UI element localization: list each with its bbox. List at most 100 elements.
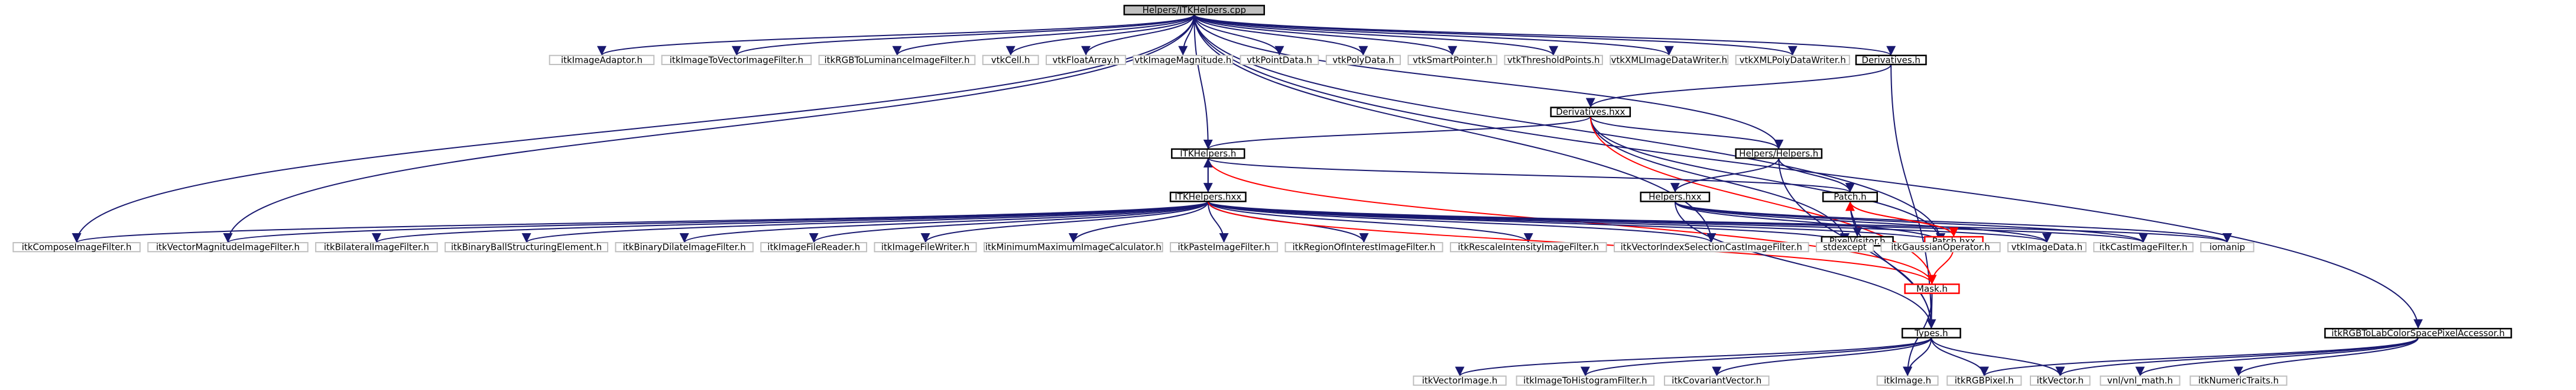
node-box <box>615 242 754 253</box>
node-label: itkComposeImageFilter.h <box>22 242 132 253</box>
node-mask-h[interactable]: Mask.h <box>1904 283 1960 294</box>
node-root[interactable]: Helpers/ITKHelpers.cpp <box>1123 5 1266 15</box>
node-box <box>2093 242 2194 253</box>
node-box <box>1822 191 1879 202</box>
node-itkbinarydilateimagefilter: itkBinaryDilateImageFilter.h <box>615 242 754 253</box>
edge-ITKHelpers_hxx-to-stdexcept <box>1207 201 1850 243</box>
node-box <box>983 242 1163 253</box>
node-label: itkCovariantVector.h <box>1672 375 1761 386</box>
edge-Types_h-to-itkVectorImage <box>1455 337 1932 377</box>
node-derivatives-h[interactable]: Derivatives.h <box>1855 54 1927 65</box>
edge-root-to-ITKHelpers_h <box>1193 14 1213 149</box>
edge-ITKHelpers_hxx-to-itkBilateralImageFilter <box>372 201 1209 243</box>
node-box <box>2324 328 2512 339</box>
edge-Derivatives_hxx-to-stdexcept <box>1589 116 1850 243</box>
node-label: itkBinaryBallStructuringElement.h <box>451 242 602 253</box>
node-itkcovariantvector: itkCovariantVector.h <box>1663 375 1770 386</box>
edge-root-to-itkRGBToLab <box>1193 14 2423 329</box>
node-types-h[interactable]: Types.h <box>1901 328 1961 339</box>
node-helpers-hxx[interactable]: Helpers.hxx <box>1640 191 1711 202</box>
node-box <box>1325 54 1401 65</box>
node-vtkpolydata: vtkPolyData.h <box>1325 54 1401 65</box>
edge-Types_h-to-itkVector <box>1931 337 2065 376</box>
node-itkimagetohistogramfilter: itkImageToHistogramFilter.h <box>1516 375 1655 386</box>
node-itkvectormagnitudeimagefilter: itkVectorMagnitudeImageFilter.h <box>147 242 309 253</box>
node-itkhelpers-hxx[interactable]: ITKHelpers.hxx <box>1169 191 1247 202</box>
node-label: Derivatives.h <box>1862 54 1920 65</box>
node-itkvectorindexselectioncastimagefilter: itkVectorIndexSelectionCastImageFilter.h <box>1614 242 1809 253</box>
node-box <box>2029 375 2091 386</box>
node-itkhelpers-h[interactable]: ITKHelpers.h <box>1171 148 1245 159</box>
node-box <box>1123 5 1266 15</box>
node-box <box>760 242 868 253</box>
node-itkimagefilewriter: itkImageFileWriter.h <box>874 242 977 253</box>
edge-ITKHelpers_hxx-to-itkImageFileWriter <box>920 201 1209 243</box>
node-box <box>2007 242 2087 253</box>
node-label: vtkFloatArray.h <box>1053 54 1120 65</box>
node-itkgaussianoperator: itkGaussianOperator.h <box>1880 242 2001 253</box>
node-box <box>1170 242 1279 253</box>
edge-root-to-vtkFloatArray <box>1081 14 1195 56</box>
edge-ITKHelpers_hxx-to-itkComposeImageFilter <box>72 201 1209 243</box>
node-vtkpointdata: vtkPointData.h <box>1240 54 1319 65</box>
edge-root-to-Helpers_h <box>1193 14 1784 149</box>
edge-root-to-vtkThresholdPoints <box>1193 14 1558 56</box>
node-itkcastimagefilter: itkCastImageFilter.h <box>2093 242 2194 253</box>
node-itkbinaryballstructuringelement: itkBinaryBallStructuringElement.h <box>445 242 609 253</box>
node-box <box>1449 242 1607 253</box>
node-box <box>1171 148 1245 159</box>
node-box <box>1550 107 1631 118</box>
node-itkrgbtolab[interactable]: itkRGBToLabColorSpacePixelAccessor.h <box>2324 328 2512 339</box>
node-box <box>1946 375 2022 386</box>
node-box <box>874 242 977 253</box>
node-box <box>1046 54 1127 65</box>
edge-Types_h-to-itkCovariantVector <box>1712 337 1932 376</box>
edge-Helpers_h-to-Helpers_hxx <box>1670 157 1780 193</box>
edge-ITKHelpers_hxx-to-iomanip <box>1207 201 2232 243</box>
node-box <box>1640 191 1711 202</box>
node-itkrgbpixel: itkRGBPixel.h <box>1946 375 2022 386</box>
node-box <box>1133 54 1234 65</box>
node-label: itkVector.h <box>2037 375 2084 386</box>
node-box <box>1815 242 1874 253</box>
node-patch-h[interactable]: Patch.h <box>1822 191 1879 202</box>
node-itkvector: itkVector.h <box>2029 375 2091 386</box>
node-itkimage: itkImage.h <box>1876 375 1939 386</box>
edge-ITKHelpers_hxx-to-itkRescaleIntensityImageFilter <box>1207 201 1533 243</box>
edge-Helpers_hxx-to-iomanip <box>1674 201 2232 243</box>
node-box <box>445 242 609 253</box>
node-derivatives-hxx[interactable]: Derivatives.hxx <box>1550 107 1631 118</box>
node-vtkimagedata: vtkImageData.h <box>2007 242 2087 253</box>
edge-root-to-itkVectorMagnitudeImageFilter <box>223 14 1195 243</box>
node-itkrgbtoluminanceimagefilter: itkRGBToLuminanceImageFilter.h <box>818 54 976 65</box>
node-itkminimummaximumimagecalculator: itkMinimumMaximumImageCalculator.h <box>983 242 1163 253</box>
edge-ITKHelpers_hxx-to-itkBinaryDilateImageFilter <box>680 201 1209 243</box>
node-box <box>315 242 438 253</box>
edge-root-to-itkComposeImageFilter <box>72 14 1195 243</box>
node-vnl-math: vnl/vnl_math.h <box>2100 375 2181 386</box>
node-vtkxmlpolydatawriter: vtkXMLPolyDataWriter.h <box>1735 54 1850 65</box>
node-label: vtkImageMagnitude.h <box>1134 54 1231 65</box>
node-box <box>1169 191 1247 202</box>
node-label: itkCastImageFilter.h <box>2100 242 2188 253</box>
node-helpers-h[interactable]: Helpers/Helpers.h <box>1735 148 1823 159</box>
node-box <box>1663 375 1770 386</box>
node-label: itkImage.h <box>1884 375 1931 386</box>
node-vtkcell: vtkCell.h <box>982 54 1039 65</box>
edge-root-to-vtkCell <box>1005 14 1195 56</box>
node-label: vtkImageData.h <box>2012 242 2083 253</box>
node-label: itkBinaryDilateImageFilter.h <box>623 242 746 253</box>
node-box <box>1504 54 1603 65</box>
node-label: Helpers/ITKHelpers.cpp <box>1143 5 1246 15</box>
edge-root-to-vtkPolyData <box>1193 14 1368 56</box>
node-label: ITKHelpers.h <box>1180 148 1236 159</box>
edge-root-to-vtkXMLImageDataWriter <box>1193 14 1674 56</box>
node-itkrescaleintensityimagefilter: itkRescaleIntensityImageFilter.h <box>1449 242 1607 253</box>
node-box <box>147 242 309 253</box>
node-label: Mask.h <box>1916 283 1948 294</box>
edge-Derivatives_hxx-to-ITKHelpers_h <box>1203 115 1591 150</box>
node-itkbilateralimagefilter: itkBilateralImageFilter.h <box>315 242 438 253</box>
edge-ITKHelpers_hxx-to-itkBinaryBallStructuringElement <box>522 201 1209 243</box>
edge-itkRGBToLab-to-vnl_math <box>2135 337 2419 377</box>
